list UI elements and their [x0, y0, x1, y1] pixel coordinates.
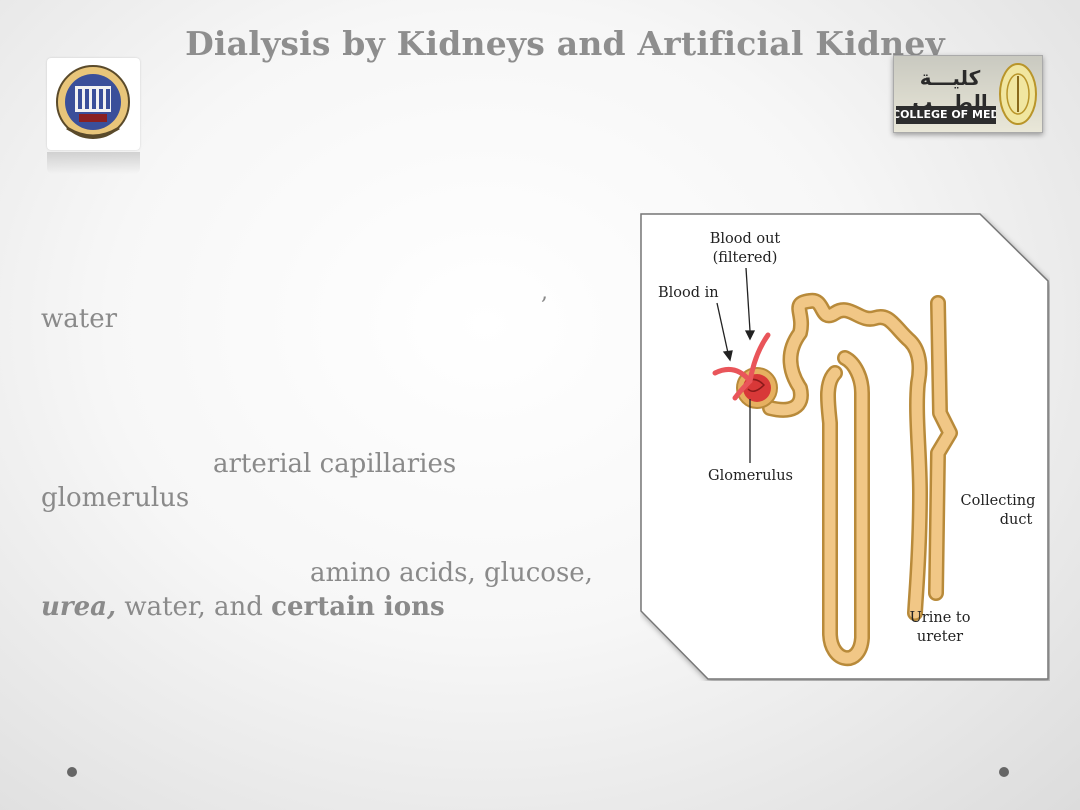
body-text-line6: urea, water, and certain ions: [41, 592, 445, 622]
slide-corner-dot-left: [67, 767, 77, 777]
nephron-figure: Blood out (filtered) Blood in Glomerulus…: [640, 213, 1050, 681]
slide-title: Dialysis by Kidneys and Artificial Kidne…: [185, 24, 945, 63]
university-logo: [47, 58, 140, 150]
label-glomerulus: Glomerulus: [708, 468, 793, 484]
nephron-tubule: [762, 292, 958, 666]
body-text-water: water: [41, 304, 118, 334]
body-text-amino-acids: amino acids, glucose,: [310, 558, 593, 588]
body-text-urea: urea,: [41, 592, 117, 622]
label-arrows: [716, 267, 756, 463]
college-of-medicine-logo: كليـــة الطـــب COLLEGE OF MEDICINE: [893, 55, 1043, 133]
body-text-glomerulus: glomerulus: [41, 483, 190, 513]
college-seal-icon: [999, 63, 1037, 125]
label-urine-to-ureter: Urine to ureter: [909, 610, 971, 645]
college-logo-text: COLLEGE OF MEDICINE: [896, 106, 996, 124]
body-text-certain-ions: certain ions: [271, 592, 445, 622]
label-collecting-duct: Collecting duct: [960, 493, 1036, 528]
slide-corner-dot-right: [999, 767, 1009, 777]
label-blood-in: Blood in: [658, 285, 719, 301]
body-text-arterial-capillaries: arterial capillaries: [213, 449, 457, 479]
logo-reflection: [47, 152, 140, 174]
blood-vessels: [712, 332, 771, 401]
stray-comma: ,: [541, 280, 548, 305]
body-text-water-and: water, and: [124, 592, 263, 622]
label-blood-out: Blood out (filtered): [709, 231, 781, 266]
